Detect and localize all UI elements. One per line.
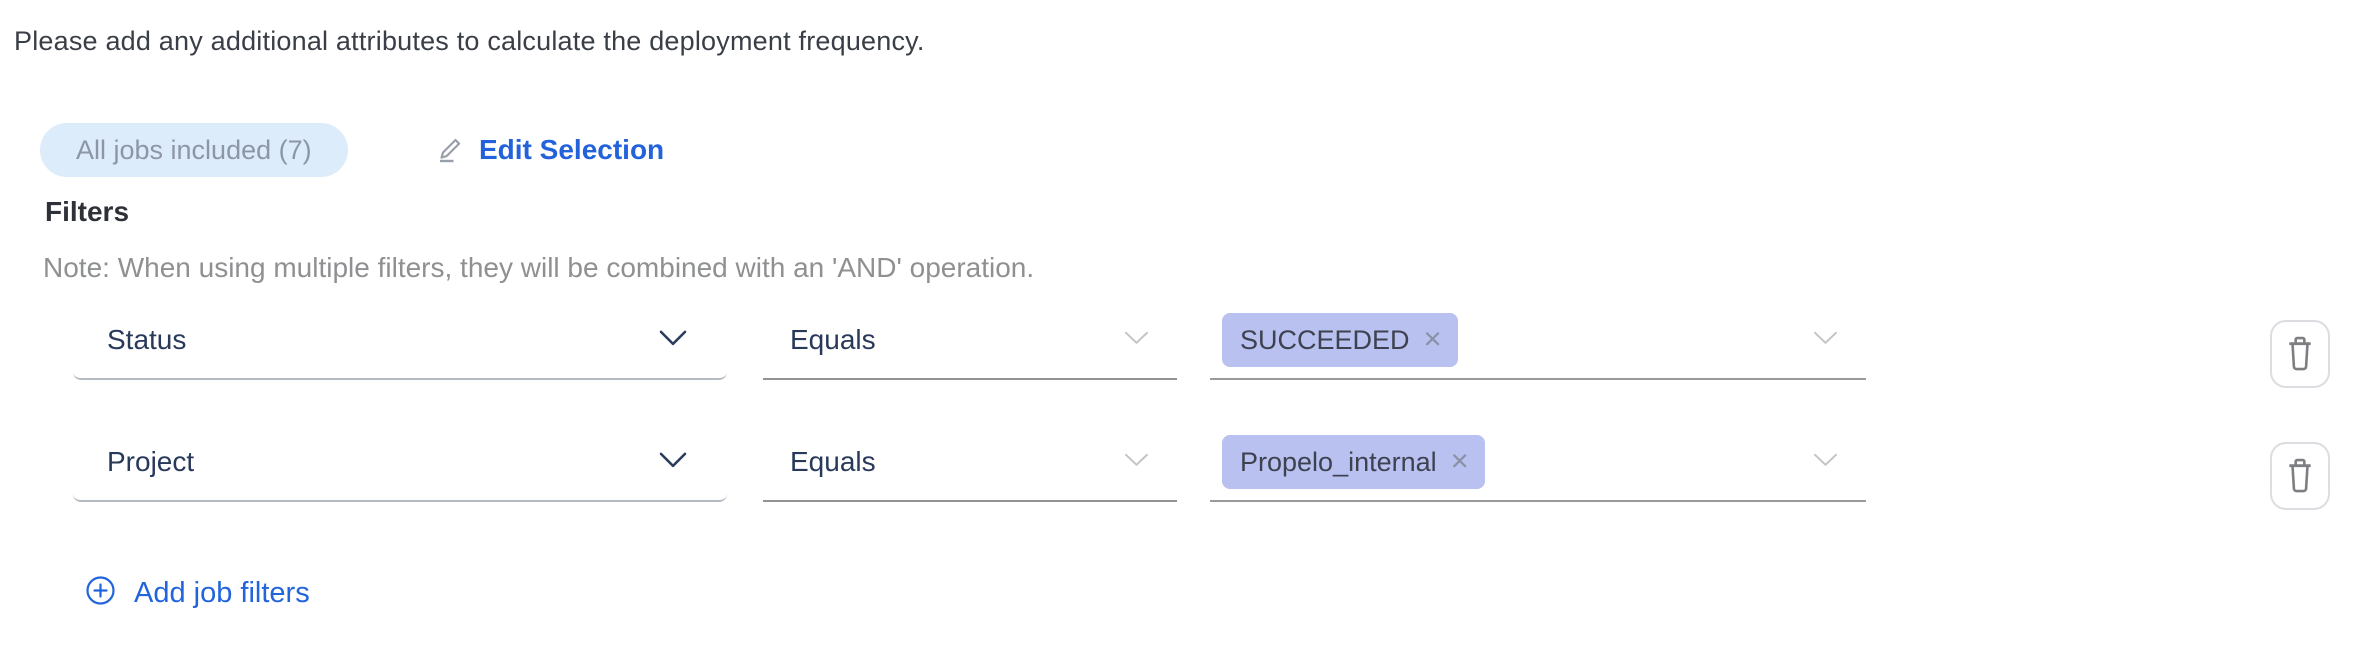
operator-select-value: Equals: [790, 324, 876, 355]
filters-note: Note: When using multiple filters, they …: [43, 252, 1035, 283]
value-select[interactable]: SUCCEEDED ×: [1210, 302, 1866, 380]
chevron-down-icon: [1124, 453, 1149, 473]
trash-icon: [2285, 335, 2315, 374]
operator-select[interactable]: Equals: [763, 302, 1177, 380]
attribute-select[interactable]: Status: [73, 302, 727, 380]
remove-tag-icon[interactable]: ×: [1450, 443, 1469, 478]
delete-filter-button[interactable]: [2270, 320, 2330, 388]
chevron-down-icon: [659, 330, 687, 352]
attribute-select-value: Status: [107, 324, 187, 355]
filter-row: Project Equals Propelo_internal ×: [0, 424, 2376, 510]
value-tag-label: SUCCEEDED: [1240, 324, 1410, 355]
edit-selection-label: Edit Selection: [479, 134, 665, 165]
plus-circle-icon: [85, 575, 116, 611]
value-tag-label: Propelo_internal: [1240, 446, 1437, 477]
edit-pencil-icon: [435, 132, 466, 168]
all-jobs-included-label: All jobs included (7): [76, 134, 312, 165]
value-select[interactable]: Propelo_internal ×: [1210, 424, 1866, 502]
add-job-filters-label: Add job filters: [134, 576, 310, 609]
trash-icon: [2285, 457, 2315, 496]
value-tag: SUCCEEDED ×: [1222, 313, 1458, 367]
all-jobs-included-badge: All jobs included (7): [40, 123, 348, 177]
delete-filter-button[interactable]: [2270, 442, 2330, 510]
instruction-text: Please add any additional attributes to …: [14, 26, 925, 56]
filters-heading: Filters: [45, 196, 130, 227]
chevron-down-icon: [1813, 331, 1838, 351]
chevron-down-icon: [1813, 453, 1838, 473]
attribute-select-value: Project: [107, 446, 195, 477]
chevron-down-icon: [1124, 331, 1149, 351]
operator-select[interactable]: Equals: [763, 424, 1177, 502]
edit-selection-button[interactable]: Edit Selection: [435, 123, 664, 177]
value-tag: Propelo_internal ×: [1222, 435, 1485, 489]
operator-select-value: Equals: [790, 446, 876, 477]
chevron-down-icon: [659, 452, 687, 474]
add-job-filters-button[interactable]: Add job filters: [85, 576, 310, 610]
remove-tag-icon[interactable]: ×: [1423, 321, 1442, 356]
attribute-select[interactable]: Project: [73, 424, 727, 502]
filter-row: Status Equals SUCCEEDED ×: [0, 302, 2376, 388]
